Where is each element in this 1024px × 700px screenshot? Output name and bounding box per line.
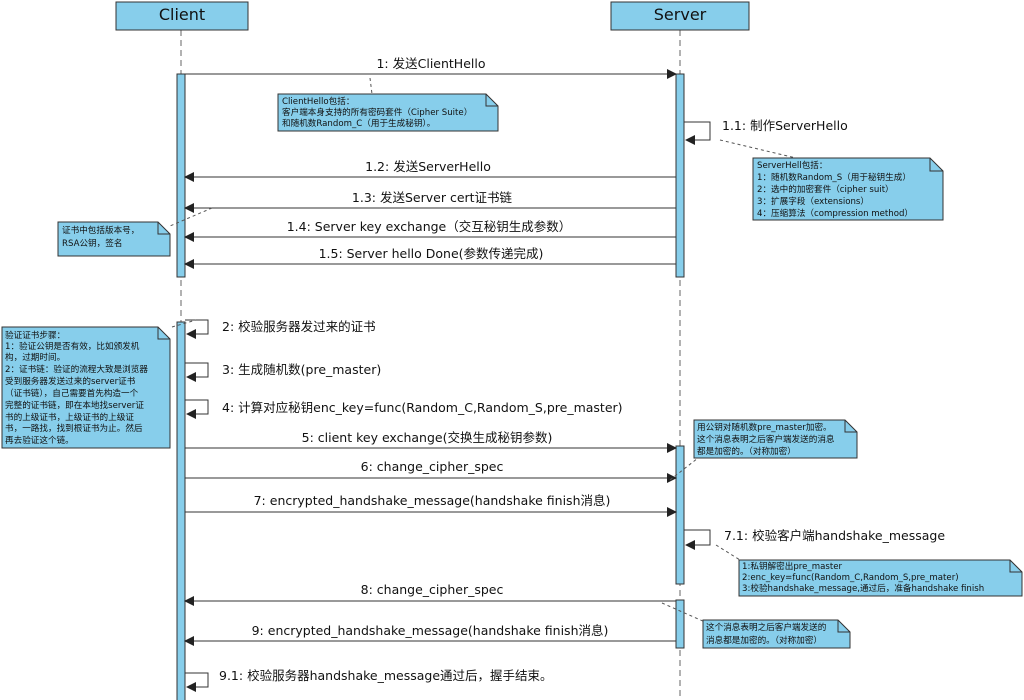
- note-line: 完整的证书链，即在本地找server证: [5, 399, 144, 411]
- note-line: 2：证书链：验证的流程大致是浏览器: [5, 363, 148, 375]
- note-line: 书，一路找，找到根证书为止。然后: [5, 422, 143, 434]
- note-line: 3:校验handshake_message,通过后，准备handshake fi…: [742, 582, 984, 594]
- note-connector: [719, 139, 797, 159]
- message-3: 3: 生成随机数(pre_master): [185, 362, 381, 382]
- message-1-3: 1.3: 发送Server cert证书链: [184, 190, 676, 213]
- message-label: 7: encrypted_handshake_message(handshake…: [254, 493, 611, 508]
- note-line: 这个消息表明之后客户端发送的消息: [697, 433, 835, 445]
- message-label: 7.1: 校验客户端handshake_message: [724, 528, 945, 543]
- note-line: 验证证书步骤：: [5, 329, 65, 341]
- message-4: 4: 计算对应秘钥enc_key=func(Random_C,Random_S,…: [185, 399, 623, 419]
- server-actor: Server: [610, 1, 750, 31]
- note-line: （证书链），自己需要首先构造一个: [5, 387, 139, 399]
- note-line: 都是加密的。（对称加密）: [697, 445, 796, 457]
- note-verify-client: 1:私钥解密出pre_master 2:enc_key=func(Random_…: [738, 559, 1023, 597]
- note-pre-master: 用公钥对随机数pre_master加密。 这个消息表明之后客户端发送的消息 都是…: [693, 419, 858, 459]
- message-label: 3: 生成随机数(pre_master): [222, 362, 381, 377]
- note-line: RSA公钥，签名: [62, 237, 122, 249]
- note-line: 3：扩展字段（extensions）: [757, 195, 869, 207]
- message-label: 6: change_cipher_spec: [361, 459, 504, 474]
- note-line: 4：压缩算法（compression method）: [757, 207, 913, 219]
- note-line: 书的上级证书，上级证书的上级证: [5, 411, 134, 423]
- message-label: 8: change_cipher_spec: [361, 582, 504, 597]
- server-activation-2: [675, 445, 685, 585]
- message-9-1: 9.1: 校验服务器handshake_message通过后，握手结束。: [185, 668, 553, 692]
- message-5: 5: client key exchange(交换生成秘钥参数): [185, 430, 677, 453]
- message-label: 1.4: Server key exchange（交互秘钥生成参数）: [287, 219, 572, 234]
- message-1-5: 1.5: Server hello Done(参数传递完成): [184, 246, 676, 269]
- note-connector: [369, 77, 373, 95]
- note-line: ServerHell包括：: [757, 159, 828, 171]
- message-1-1: 1.1: 制作ServerHello: [684, 118, 848, 145]
- message-1-4: 1.4: Server key exchange（交互秘钥生成参数）: [184, 219, 676, 242]
- note-line: ClientHello包括：: [282, 95, 354, 107]
- note-line: 2：选中的加密套件（cipher suit）: [757, 183, 894, 195]
- note-line: 和随机数Random_C（用于生成秘钥）。: [282, 117, 435, 129]
- message-6: 6: change_cipher_spec: [185, 459, 677, 483]
- message-8: 8: change_cipher_spec: [184, 582, 676, 606]
- message-9: 9: encrypted_handshake_message(handshake…: [184, 623, 676, 646]
- message-label: 1.1: 制作ServerHello: [722, 118, 848, 133]
- note-line: 再去验证这个链。: [5, 434, 74, 446]
- message-7: 7: encrypted_handshake_message(handshake…: [185, 493, 677, 517]
- note-server-hello: ServerHell包括： 1：随机数Random_S（用于秘钥生成） 2：选中…: [752, 157, 944, 221]
- note-line: 1：验证公钥是否有效，比如颁发机: [5, 340, 140, 352]
- message-2: 2: 校验服务器发过来的证书: [185, 319, 376, 339]
- client-actor-label: Client: [159, 5, 205, 24]
- note-line: 受到服务器发送过来的server证书: [5, 375, 136, 387]
- note-cert: 证书中包括版本号， RSA公钥，签名: [57, 221, 171, 257]
- message-label: 1.5: Server hello Done(参数传递完成): [319, 246, 544, 261]
- message-label: 4: 计算对应秘钥enc_key=func(Random_C,Random_S,…: [222, 400, 623, 415]
- message-label: 1.3: 发送Server cert证书链: [352, 190, 513, 205]
- server-actor-label: Server: [654, 5, 707, 24]
- message-7-1: 7.1: 校验客户端handshake_message: [684, 528, 945, 550]
- message-1-2: 1.2: 发送ServerHello: [184, 159, 676, 182]
- note-line: 1：随机数Random_S（用于秘钥生成）: [757, 171, 911, 183]
- message-1: 1: 发送ClientHello: [185, 56, 677, 79]
- note-line: 2:enc_key=func(Random_C,Random_S,pre_mat…: [742, 573, 959, 583]
- note-line: 证书中包括版本号，: [62, 224, 139, 236]
- note-verify-cert: 验证证书步骤： 1：验证公钥是否有效，比如颁发机 构，过期时间。 2：证书链：验…: [1, 326, 171, 449]
- message-label: 9.1: 校验服务器handshake_message通过后，握手结束。: [219, 668, 553, 683]
- note-connector: [715, 544, 741, 561]
- message-label: 9: encrypted_handshake_message(handshake…: [252, 623, 609, 638]
- message-label: 1.2: 发送ServerHello: [365, 159, 491, 174]
- note-line: 这个消息表明之后客户端发送的: [706, 621, 826, 633]
- note-connector: [171, 319, 197, 328]
- client-activation-2: [176, 321, 186, 700]
- note-line: 用公钥对随机数pre_master加密。: [697, 421, 832, 433]
- note-line: 客户端本身支持的所有密码套件（Cipher Suite）: [282, 106, 472, 118]
- client-actor: Client: [115, 1, 249, 31]
- message-label: 1: 发送ClientHello: [376, 56, 485, 71]
- message-label: 5: client key exchange(交换生成秘钥参数): [302, 430, 553, 445]
- note-connector: [169, 207, 213, 227]
- server-activation-1: [675, 73, 685, 278]
- client-activation-1: [176, 73, 186, 278]
- note-connector: [661, 602, 706, 623]
- note-client-hello: ClientHello包括： 客户端本身支持的所有密码套件（Cipher Sui…: [277, 93, 499, 132]
- note-line: 消息都是加密的。（对称加密）: [706, 634, 822, 646]
- note-line: 1:私钥解密出pre_master: [742, 560, 842, 572]
- note-line: 构，过期时间。: [5, 351, 65, 363]
- message-label: 2: 校验服务器发过来的证书: [222, 319, 376, 334]
- note-server-encrypted: 这个消息表明之后客户端发送的 消息都是加密的。（对称加密）: [702, 619, 851, 649]
- server-activation-3: [675, 599, 685, 649]
